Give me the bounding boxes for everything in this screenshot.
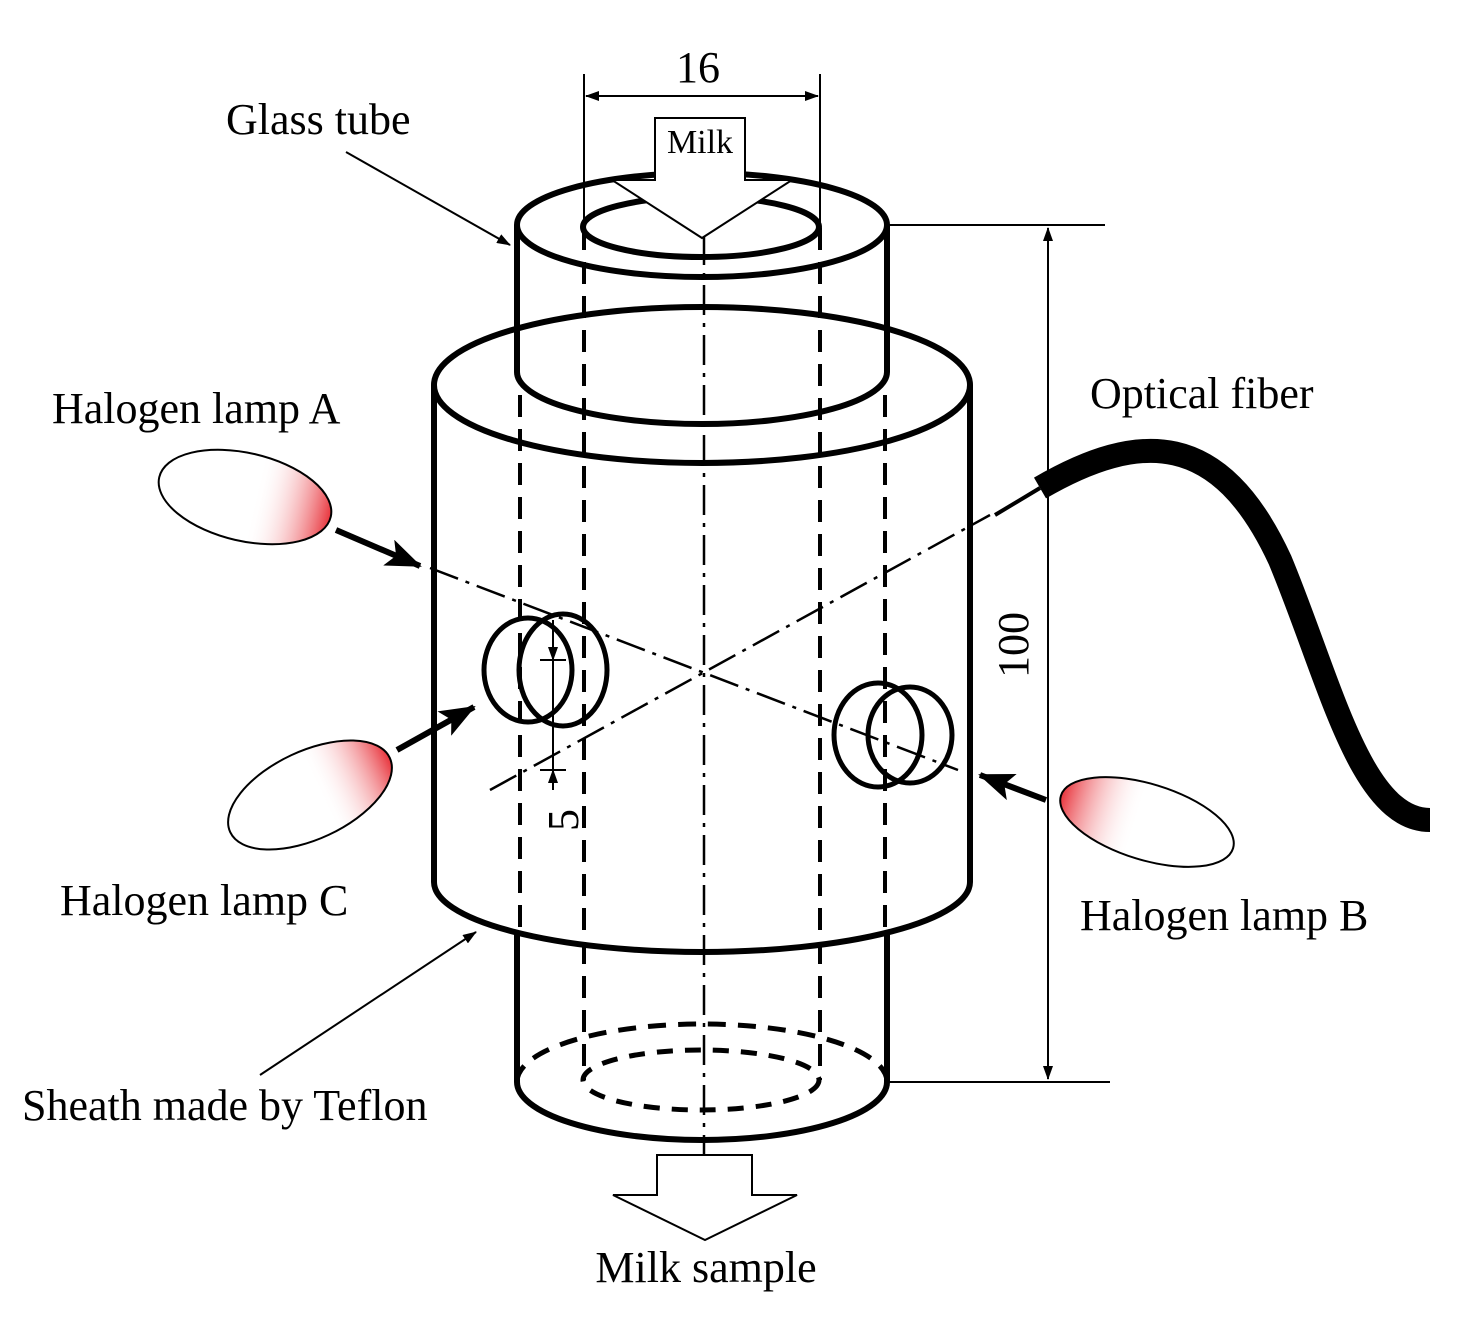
halogen-lamp-c-label: Halogen lamp C [60,876,348,925]
hidden-tube-walls [518,228,887,1080]
height-dimension [887,224,1110,1083]
right-window [831,680,955,790]
milk-outflow-arrow [612,1154,798,1242]
glass-tube-bottom [514,935,890,1143]
width-dimension [583,74,821,228]
halogen-lamp-c [227,704,476,851]
window-dimension-label: 5 [539,809,588,831]
halogen-lamp-b-label: Halogen lamp B [1080,891,1368,940]
glass-tube-leader [345,151,511,246]
left-window [481,611,610,729]
milk-inflow-label: Milk [667,124,733,161]
window-dimension [540,620,566,790]
milk-inflow-arrow [608,117,796,240]
sheath-leader [259,931,477,1076]
sheath-label: Sheath made by Teflon [22,1081,427,1130]
width-dimension-label: 16 [676,43,720,92]
milk-sample-label: Milk sample [595,1243,816,1292]
halogen-lamp-a-label: Halogen lamp A [52,384,341,433]
glass-tube-label: Glass tube [226,95,411,144]
teflon-sheath [431,304,973,955]
light-paths [429,513,991,792]
halogen-lamp-b [978,772,1235,868]
optical-fiber [993,438,1432,832]
optical-fiber-label: Optical fiber [1090,369,1314,418]
height-dimension-label: 100 [989,612,1038,678]
halogen-lamp-a [157,448,422,569]
